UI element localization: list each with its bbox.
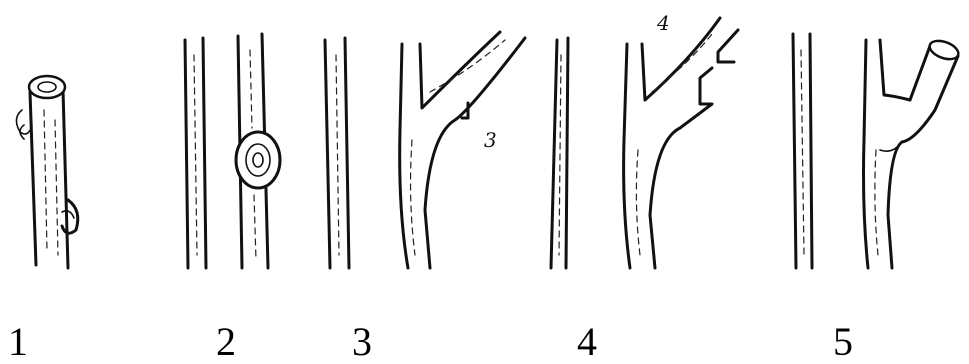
figure-3-fork: 3 <box>400 32 525 268</box>
figure-3-inline-label: 3 <box>484 128 497 152</box>
figure-number-3: 3 <box>352 322 372 362</box>
figure-2-trunk-plain <box>185 38 206 268</box>
figure-4-fork: 4 <box>624 11 738 268</box>
figure-5-trunk-plain <box>793 34 812 268</box>
figure-4-trunk-plain <box>551 38 568 268</box>
figure-2-trunk-with-scar <box>236 34 280 268</box>
figure-3-trunk-plain <box>325 38 349 268</box>
figure-number-1: 1 <box>8 322 28 362</box>
figure-number-2: 2 <box>216 322 236 362</box>
figure-4-inline-label: 4 <box>656 11 670 35</box>
figure-5-fork <box>864 37 961 268</box>
figure-number-5: 5 <box>833 322 853 362</box>
figure-number-4: 4 <box>577 322 597 362</box>
figure-1-cut-stub <box>16 76 77 268</box>
